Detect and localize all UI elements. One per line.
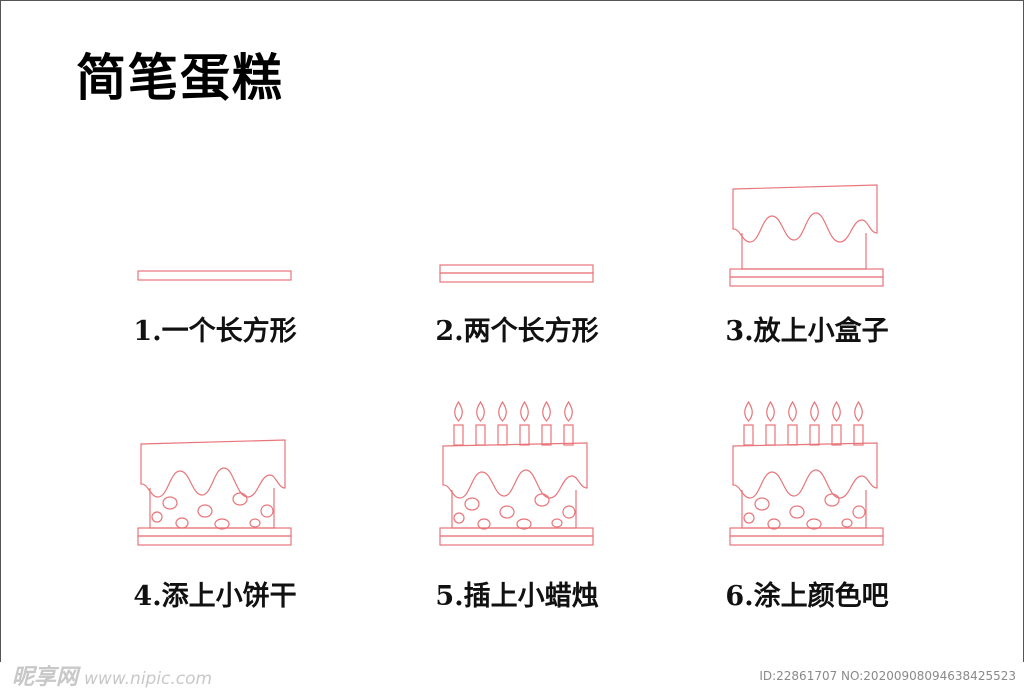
base-plate-top [137, 527, 292, 537]
step-4-label: 4.添上小饼干 [133, 581, 297, 612]
step-2-label: 2.两个长方形 [435, 316, 599, 347]
cake-body [149, 488, 275, 529]
base-plate-top [729, 268, 884, 278]
frosting-top [140, 439, 286, 498]
candles [453, 400, 574, 446]
frosting-top [732, 184, 878, 243]
base-plate [137, 270, 292, 281]
step-3-drawing [729, 184, 884, 287]
canvas-frame [0, 0, 1024, 663]
watermark-strip [0, 662, 1024, 693]
cookie-dots [743, 493, 866, 530]
cookie-dots [453, 493, 576, 530]
base-plate-bottom [729, 535, 884, 546]
base-plate-top [439, 264, 594, 274]
cookie-dots [151, 492, 274, 530]
cake-body [741, 233, 867, 270]
site-url: www.nipic.com [84, 669, 213, 689]
frosting-top [442, 442, 588, 499]
page-title: 简笔蛋糕 [76, 48, 284, 107]
candles [743, 400, 864, 446]
step-1-label: 1.一个长方形 [133, 316, 297, 347]
frosting-top [732, 442, 878, 499]
step-4-drawing [137, 439, 292, 546]
step-2-drawing [439, 264, 594, 283]
step-1-drawing [137, 270, 292, 281]
site-name: 昵享网 [12, 665, 79, 690]
base-plate-top [439, 527, 594, 537]
step-5-drawing [439, 400, 594, 546]
base-plate-top [729, 527, 884, 537]
step-6-label: 6.涂上颜色吧 [725, 581, 889, 612]
base-plate-bottom [137, 535, 292, 546]
step-3-label: 3.放上小盒子 [725, 316, 889, 347]
step-5-label: 5.插上小蜡烛 [435, 581, 599, 612]
cake-body [451, 490, 577, 529]
image-id-text: ID:22861707 NO:20200908094638425523 [759, 669, 1016, 683]
cake-body [741, 490, 867, 529]
base-plate-bottom [729, 276, 884, 287]
base-plate-bottom [439, 272, 594, 283]
step-6-drawing [729, 400, 884, 546]
base-plate-bottom [439, 535, 594, 546]
